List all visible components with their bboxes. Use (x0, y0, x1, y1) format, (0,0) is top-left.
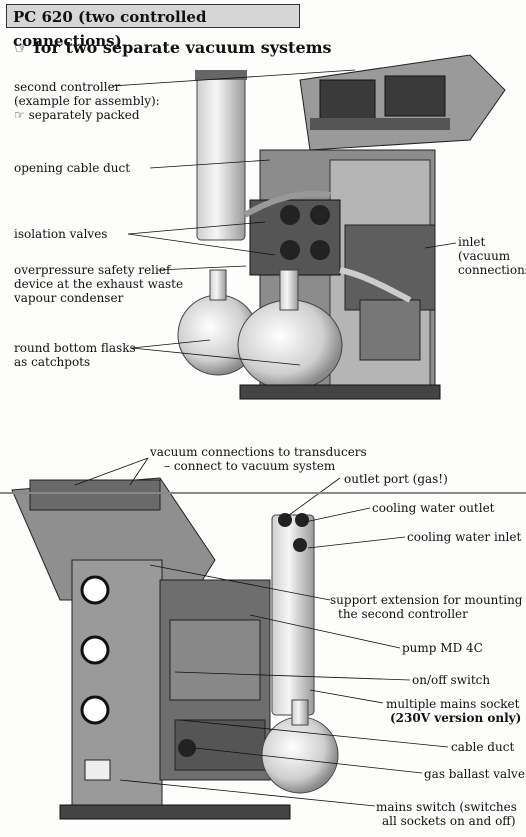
section-divider (0, 492, 526, 494)
bottom-device-image (11, 477, 339, 820)
pointing-hand-icon: ☞ (14, 108, 25, 122)
label-cooling-water-outlet: cooling water outlet (372, 501, 495, 515)
label-overpressure-relief: overpressure safety relief device at the… (14, 263, 184, 305)
label-opening-cable-duct: opening cable duct (14, 161, 131, 175)
label-second-controller: second controller (example for assembly)… (14, 80, 160, 122)
label-onoff-switch: on/off switch (412, 673, 491, 687)
top-device-image (177, 54, 506, 400)
label-outlet-port: outlet port (gas!) (344, 472, 448, 486)
subtitle-text: for two separate vacuum systems (33, 38, 332, 57)
leader-lines (74, 69, 457, 807)
label-vacuum-connections: vacuum connections to transducers – conn… (150, 445, 367, 473)
label-isolation-valves: isolation valves (14, 227, 108, 241)
label-inlet: inlet (vacuum connections) (458, 235, 526, 277)
label-gas-ballast-valve: gas ballast valve (424, 767, 525, 781)
label-pump: pump MD 4C (402, 641, 483, 655)
label-support-extension: support extension for mounting the secon… (330, 593, 523, 621)
page-subtitle: ☞ for two separate vacuum systems (14, 38, 332, 57)
label-multiple-mains-socket: multiple mains socket (230V version only… (386, 697, 522, 725)
page-title: PC 620 (two controlled connections) (6, 4, 300, 50)
label-mains-switch: mains switch (switches all sockets on an… (376, 800, 517, 828)
pointing-hand-icon: ☞ (14, 38, 29, 57)
label-cable-duct: cable duct (451, 740, 515, 754)
label-round-bottom-flasks: round bottom flasks as catchpots (14, 341, 136, 369)
label-cooling-water-inlet: cooling water inlet (407, 530, 522, 544)
